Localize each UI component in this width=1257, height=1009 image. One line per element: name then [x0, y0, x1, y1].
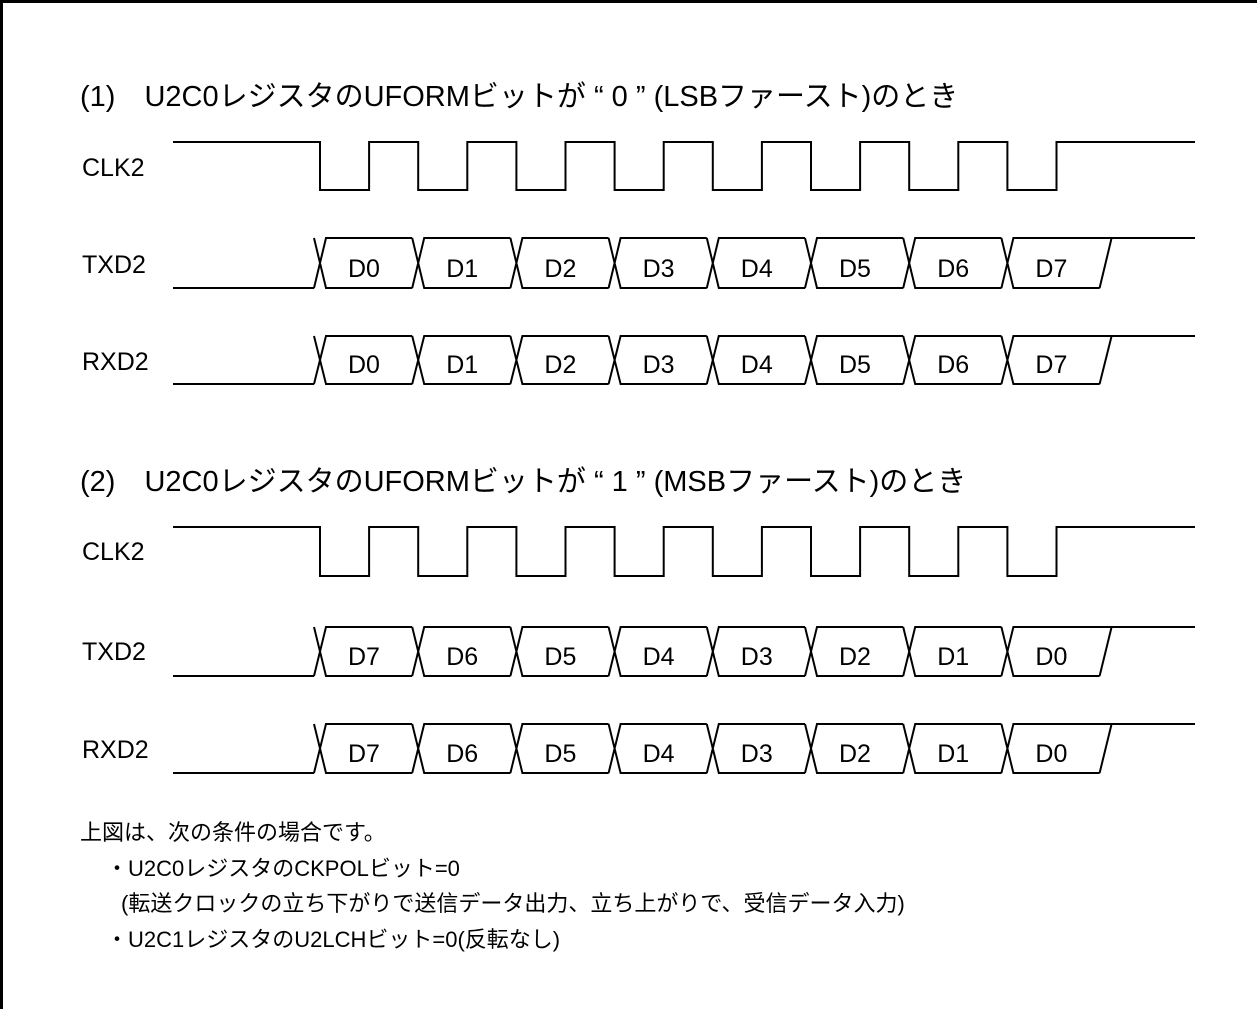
bit-label: D0 [1035, 643, 1067, 671]
bit-label: D2 [839, 643, 871, 671]
bit-label: D1 [446, 351, 478, 379]
bit-label: D3 [643, 351, 675, 379]
signal-label-rxd2: RXD2 [82, 348, 149, 376]
bit-label: D4 [643, 643, 675, 671]
note-line-4: ・U2C1レジスタのU2LCHビット=0(反転なし) [106, 927, 560, 952]
bit-label: D1 [446, 255, 478, 283]
bit-label: D5 [544, 643, 576, 671]
bit-label: D7 [1035, 351, 1067, 379]
bit-label: D6 [937, 351, 969, 379]
signal-label-clk2: CLK2 [82, 538, 145, 566]
signal-label-txd2: TXD2 [82, 251, 146, 279]
clock-waveform [173, 141, 1195, 191]
bit-label: D3 [741, 643, 773, 671]
bit-label: D2 [544, 255, 576, 283]
bit-label: D4 [741, 255, 773, 283]
bit-label: D2 [544, 351, 576, 379]
bit-label: D3 [643, 255, 675, 283]
bit-label: D0 [348, 351, 380, 379]
bit-label: D3 [741, 740, 773, 768]
bit-label: D7 [348, 740, 380, 768]
bit-label: D7 [348, 643, 380, 671]
note-line-1: 上図は、次の条件の場合です。 [80, 820, 386, 845]
bit-label: D0 [1035, 740, 1067, 768]
data-waveform-rxd2 [173, 335, 1195, 385]
bit-label: D1 [937, 643, 969, 671]
section-2-title: (2) U2C0レジスタのUFORMビットが “ 1 ” (MSBファースト)の… [80, 465, 966, 498]
bit-label: D5 [544, 740, 576, 768]
bit-label: D6 [446, 740, 478, 768]
note-line-3: (転送クロックの立ち下がりで送信データ出力、立ち上がりで、受信データ入力) [121, 891, 905, 916]
section-1-title: (1) U2C0レジスタのUFORMビットが “ 0 ” (LSBファースト)の… [80, 80, 958, 113]
bit-label: D0 [348, 255, 380, 283]
bit-label: D7 [1035, 255, 1067, 283]
bit-label: D5 [839, 351, 871, 379]
bit-label: D5 [839, 255, 871, 283]
bit-label: D4 [643, 740, 675, 768]
signal-label-rxd2: RXD2 [82, 736, 149, 764]
bit-label: D6 [446, 643, 478, 671]
bit-label: D2 [839, 740, 871, 768]
data-waveform-rxd2 [173, 723, 1195, 774]
bit-label: D1 [937, 740, 969, 768]
bit-label: D4 [741, 351, 773, 379]
note-line-2: ・U2C0レジスタのCKPOLビット=0 [106, 856, 460, 881]
data-waveform-txd2 [173, 237, 1195, 289]
bit-label: D6 [937, 255, 969, 283]
data-waveform-txd2 [173, 626, 1195, 677]
clock-waveform [173, 526, 1195, 577]
signal-label-txd2: TXD2 [82, 638, 146, 666]
signal-label-clk2: CLK2 [82, 154, 145, 182]
